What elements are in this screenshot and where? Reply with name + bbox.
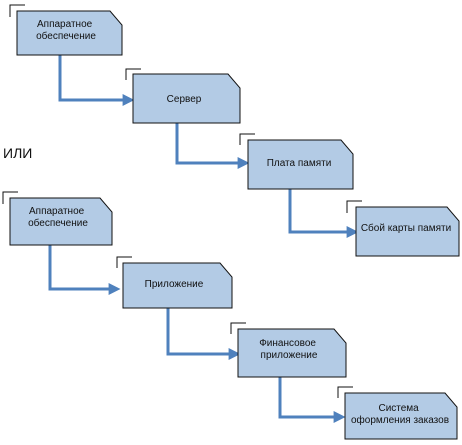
node-bottom-financial-application: Финансовое приложение <box>230 322 347 378</box>
node-top-hardware: Аппаратное обеспечение <box>9 4 123 56</box>
node-label: Аппаратное обеспечение <box>28 206 88 229</box>
node-top-memory-card-failure: Сбой карты памяти <box>346 200 460 257</box>
corner-bracket <box>346 200 362 213</box>
node-box <box>132 73 241 124</box>
node-bottom-application: Приложение <box>116 256 233 309</box>
corner-bracket <box>9 4 25 17</box>
node-box <box>344 392 458 440</box>
connector-bottom-2 <box>166 308 241 360</box>
connector-top-2 <box>175 123 250 169</box>
node-bottom-order-system: Система оформления заказов <box>337 386 458 440</box>
corner-bracket <box>125 68 141 80</box>
node-box <box>355 206 460 257</box>
node-box <box>237 328 347 378</box>
corner-bracket <box>337 386 353 398</box>
node-label: Сбой карты памяти <box>361 222 451 234</box>
node-label: Финансовое приложение <box>259 338 319 361</box>
node-top-server: Сервер <box>125 68 241 124</box>
node-label: Аппаратное обеспечение <box>36 19 96 42</box>
connector-bottom-3 <box>278 377 346 423</box>
corner-bracket <box>2 191 18 204</box>
node-box <box>16 10 123 56</box>
corner-bracket <box>230 322 246 334</box>
node-label: Сервер <box>167 94 202 105</box>
node-label: Плата памяти <box>267 158 332 169</box>
node-top-memory-board: Плата памяти <box>239 133 354 190</box>
connector-top-3 <box>288 189 359 238</box>
node-bottom-hardware: Аппаратное обеспечение <box>2 191 113 246</box>
node-box <box>9 197 113 246</box>
connector-top-1 <box>58 55 135 106</box>
or-separator: ИЛИ <box>3 145 32 161</box>
node-box <box>247 139 354 190</box>
node-box <box>122 262 233 309</box>
node-label: Приложение <box>145 279 204 290</box>
corner-bracket <box>239 133 255 145</box>
corner-bracket <box>116 256 132 268</box>
connector-bottom-1 <box>48 245 121 295</box>
node-label: Система оформления заказов <box>351 403 449 426</box>
